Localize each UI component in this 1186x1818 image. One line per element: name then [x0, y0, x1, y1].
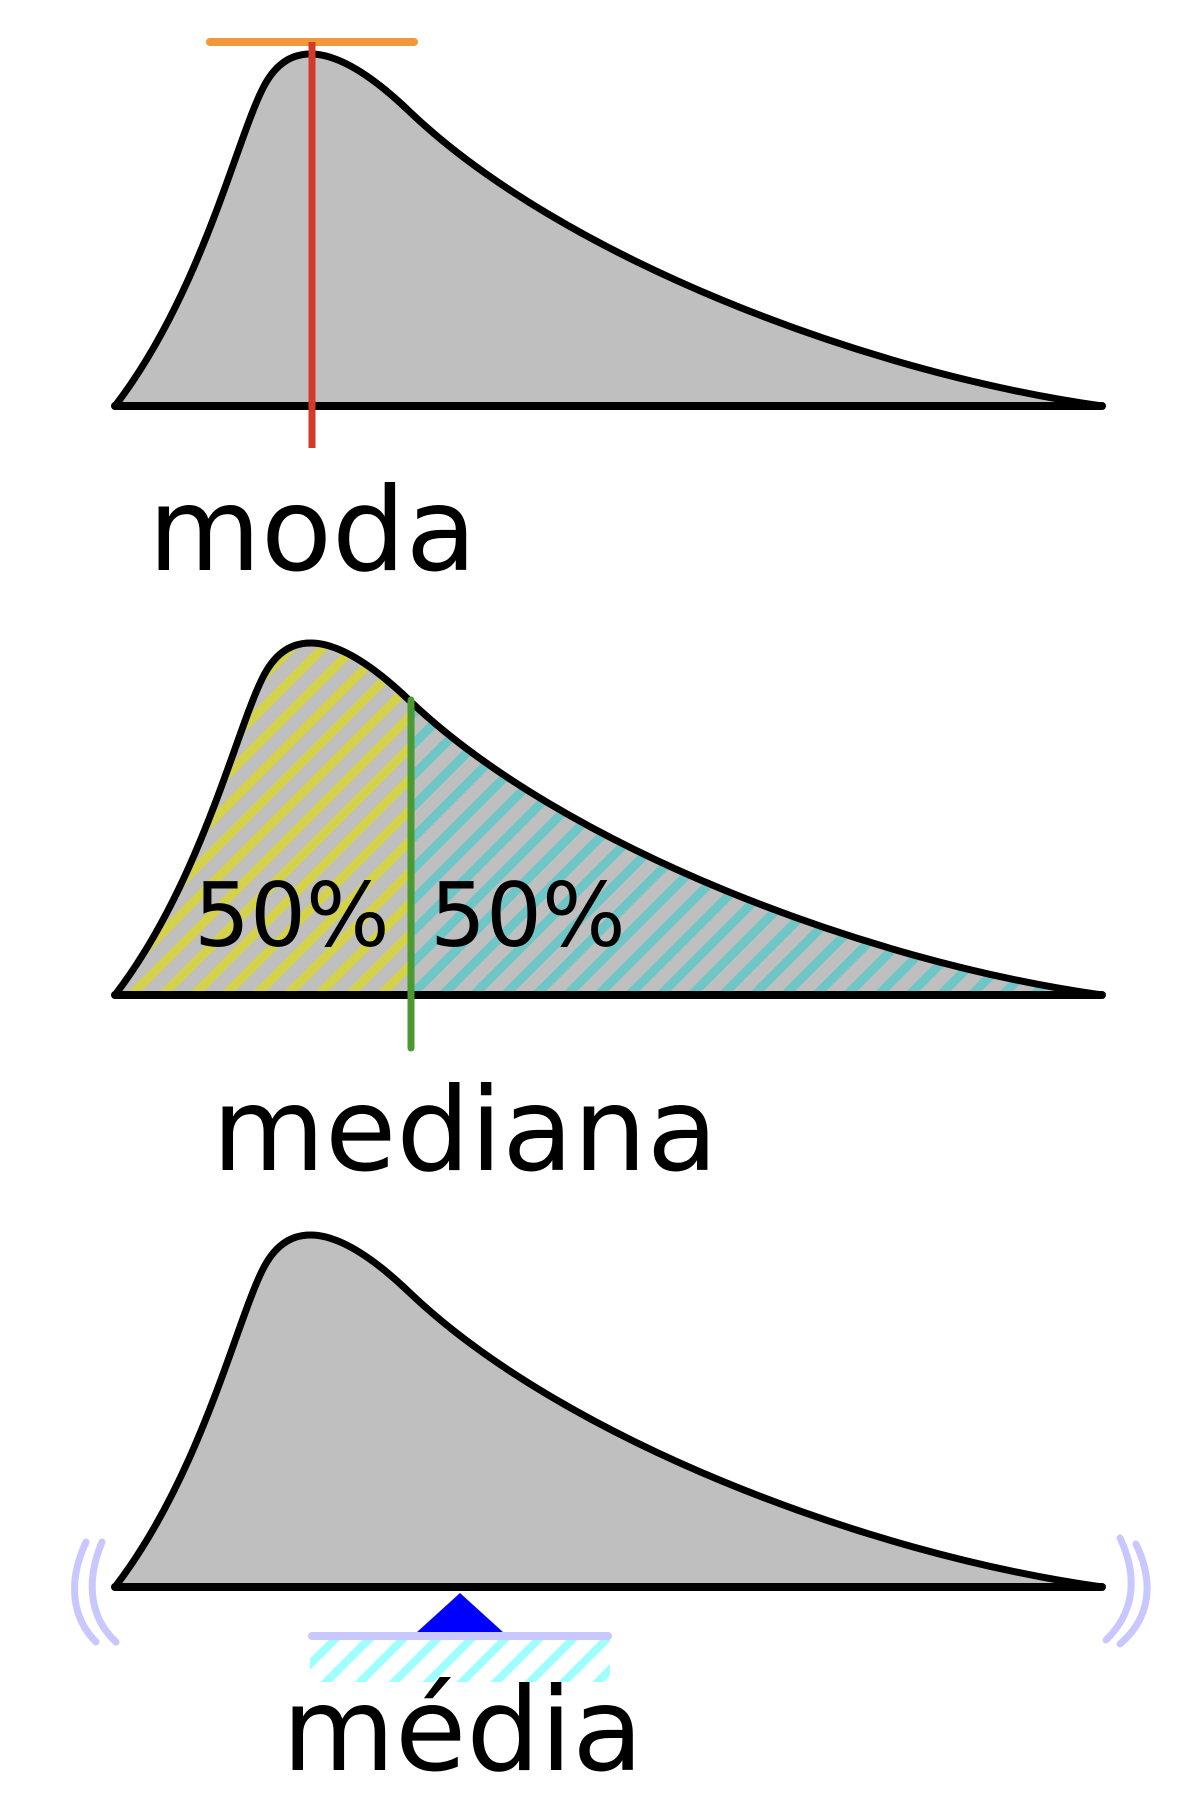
median-distribution-curve: [111, 639, 1106, 999]
median-left-area: [115, 642, 412, 995]
left-balance-marks: [71, 1538, 120, 1646]
mean-panel: média: [71, 1231, 1151, 1798]
median-panel: 50% 50% mediana: [111, 639, 1106, 1198]
median-right-percent: 50%: [430, 864, 626, 967]
mode-distribution-curve: [111, 50, 1106, 410]
mean-fulcrum: [416, 1593, 504, 1633]
mean-label: média: [282, 1663, 643, 1798]
median-right-area: [412, 702, 1102, 995]
median-label: mediana: [212, 1063, 718, 1198]
median-left-percent: 50%: [194, 864, 390, 967]
mean-fulcrum-ground: [310, 1634, 610, 1682]
right-balance-marks: [1102, 1534, 1151, 1648]
mode-label: moda: [148, 463, 477, 598]
mean-distribution-curve: [111, 1231, 1106, 1591]
mode-panel: moda: [111, 38, 1106, 598]
